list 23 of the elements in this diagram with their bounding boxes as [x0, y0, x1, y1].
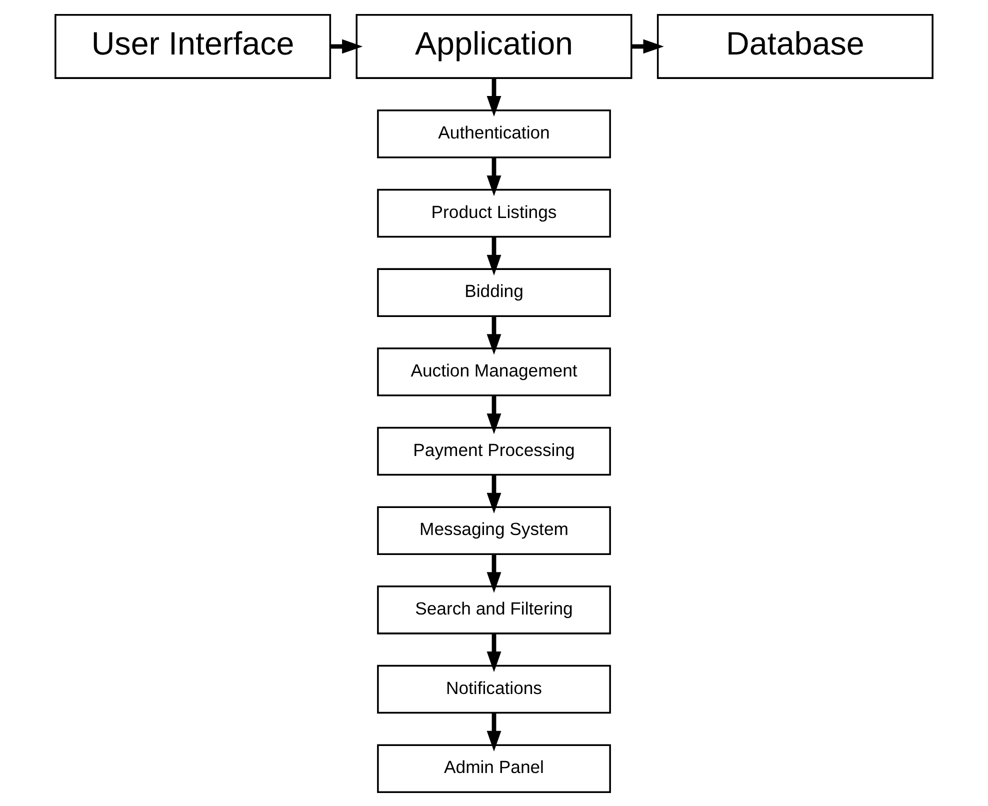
node-box: Database: [656, 14, 934, 78]
node-box: Search and Filtering: [377, 585, 611, 634]
arrow: [486, 712, 502, 751]
node-box: Bidding: [377, 268, 611, 316]
node-box: Notifications: [377, 664, 611, 714]
node-box: Admin Panel: [377, 744, 611, 792]
arrow: [486, 78, 502, 116]
arrow: [632, 38, 664, 54]
node-box: Payment Processing: [377, 426, 611, 476]
arrow: [486, 474, 502, 513]
arrow: [486, 633, 502, 672]
arrow: [486, 394, 502, 434]
node-box: Messaging System: [377, 506, 611, 554]
arrow: [486, 236, 502, 275]
arrow: [330, 38, 363, 54]
node-box: Authentication: [377, 109, 611, 158]
node-box: User Interface: [54, 14, 332, 78]
arrow: [486, 316, 502, 354]
node-box: Auction Management: [377, 347, 611, 396]
arrow: [486, 554, 502, 592]
arrow: [486, 156, 502, 196]
node-box: Application: [356, 14, 632, 78]
node-box: Product Listings: [377, 188, 611, 238]
